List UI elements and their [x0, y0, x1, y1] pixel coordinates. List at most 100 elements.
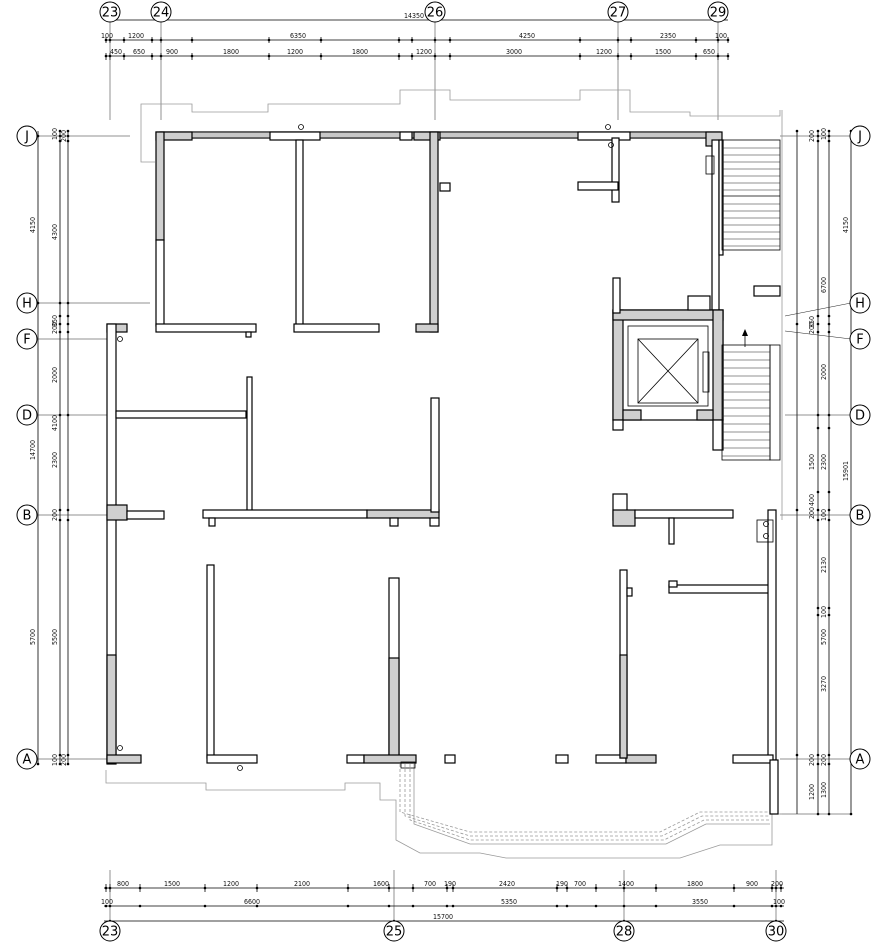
dimension-label: 100: [820, 606, 828, 618]
dimension-label: 2000: [820, 364, 828, 380]
dimension-label: 2300: [51, 452, 59, 468]
grid-bubble-label: 28: [616, 925, 633, 940]
grid-bubble: A: [16, 748, 38, 770]
grid-bubble: 25: [383, 920, 405, 942]
dimension-label: 14700: [29, 440, 37, 460]
dimension-label: 6350: [290, 32, 306, 40]
grid-bubble-label: 24: [153, 6, 170, 21]
dimension-label: 1200: [287, 48, 303, 56]
grid-bubble: F: [16, 328, 38, 350]
dimension-label: 200: [808, 507, 816, 519]
stair-lower: [721, 329, 781, 461]
dimension-label: 900: [746, 880, 758, 888]
dimension-label: 100: [101, 898, 113, 906]
grid-bubble-label: 27: [610, 6, 627, 21]
dimension-label: 1800: [223, 48, 239, 56]
stair-top: [721, 139, 781, 251]
dimension-label: 350: [51, 315, 59, 327]
grid-bubble: J: [849, 125, 871, 147]
dimension-label: 4250: [519, 32, 535, 40]
dimension-label: 200: [51, 509, 59, 521]
grid-bubble-label: D: [22, 409, 32, 424]
dimension-label: 100: [51, 754, 59, 766]
dimension-label: 4300: [51, 224, 59, 240]
dimension-label: 190: [444, 880, 456, 888]
grid-bubble: 23: [99, 920, 121, 942]
grid-bubble: A: [849, 748, 871, 770]
dimension-label: 700: [424, 880, 436, 888]
dimension-label: 190: [556, 880, 568, 888]
bay-window: [399, 764, 770, 845]
grid-bubble: 30: [765, 920, 787, 942]
grid-bubble-label: H: [22, 297, 32, 312]
grid-bubble: H: [849, 292, 871, 314]
dimension-label: 2000: [51, 367, 59, 383]
dimension-label: 200: [60, 754, 68, 766]
dimension-label: 3270: [820, 676, 828, 692]
dimension-label: 2420: [499, 880, 515, 888]
dimension-label: 2350: [660, 32, 676, 40]
dimension-label: 5700: [29, 629, 37, 645]
dimension-label: 200: [808, 754, 816, 766]
dimension-label: 450: [110, 48, 122, 56]
grid-axis-lines: [38, 20, 852, 921]
dimension-label: 1800: [687, 880, 703, 888]
dimension-label: 650: [133, 48, 145, 56]
dimension-ticks: [36, 37, 853, 923]
grid-bubble: D: [16, 404, 38, 426]
grid-bubble-label: 30: [768, 925, 785, 940]
grid-bubble-label: J: [857, 130, 862, 145]
dimension-label: 200: [60, 130, 68, 142]
dimension-label: 1200: [596, 48, 612, 56]
grid-bubble: 23: [99, 1, 121, 23]
grid-bubble: 29: [707, 1, 729, 23]
grid-bubble: 27: [607, 1, 629, 23]
dimension-label: 1500: [808, 454, 816, 470]
grid-bubbles: 23 24 26 27 29 23 25 28 30 J H F D B A J H F D B A: [16, 1, 871, 942]
dimension-label: 1200: [808, 784, 816, 800]
dimension-label: 700: [574, 880, 586, 888]
grid-bubble-label: D: [855, 409, 865, 424]
dimension-label: 2130: [820, 557, 828, 573]
grid-bubble: D: [849, 404, 871, 426]
dimension-label: 5700: [820, 629, 828, 645]
grid-bubble: B: [849, 504, 871, 526]
dimension-label: 14350: [404, 12, 424, 20]
grid-bubble: 26: [424, 1, 446, 23]
walls: [106, 131, 781, 815]
grid-bubble-label: 25: [386, 925, 403, 940]
dimension-label: 100: [820, 128, 828, 140]
grid-bubble: B: [16, 504, 38, 526]
dimension-label: 4150: [842, 217, 850, 233]
dimension-label: 6600: [244, 898, 260, 906]
fixtures: [117, 124, 774, 771]
dimension-lines: [37, 19, 852, 922]
dimension-label: 100: [773, 898, 785, 906]
dimension-label: 200: [808, 130, 816, 142]
dimension-label: 15700: [433, 913, 453, 921]
dimension-label: 650: [703, 48, 715, 56]
grid-bubble: H: [16, 292, 38, 314]
dimension-label: 1500: [655, 48, 671, 56]
grid-bubble-label: H: [855, 297, 865, 312]
dimension-label: 1800: [352, 48, 368, 56]
grid-bubble: J: [16, 125, 38, 147]
dimension-label: 1600: [373, 880, 389, 888]
grid-bubble-label: 23: [102, 6, 119, 21]
dimension-label: 200: [820, 754, 828, 766]
grid-bubble: 24: [150, 1, 172, 23]
dimension-label: 100: [715, 32, 727, 40]
dimension-label: 200: [51, 322, 59, 334]
dimension-label: 800: [117, 880, 129, 888]
dimension-label: 1200: [223, 880, 239, 888]
grid-bubble-label: F: [23, 333, 30, 348]
dimension-label: 4100: [51, 415, 59, 431]
dimension-label: 3550: [692, 898, 708, 906]
dimension-labels: 14350 100 1200 6350 4250 2350 100 450 650 900 1800…: [29, 12, 850, 921]
dimension-label: 5500: [51, 629, 59, 645]
dimension-label: 400: [808, 494, 816, 506]
grid-bubble-label: A: [23, 753, 32, 768]
grid-bubble: F: [849, 328, 871, 350]
dimension-label: 1500: [164, 880, 180, 888]
